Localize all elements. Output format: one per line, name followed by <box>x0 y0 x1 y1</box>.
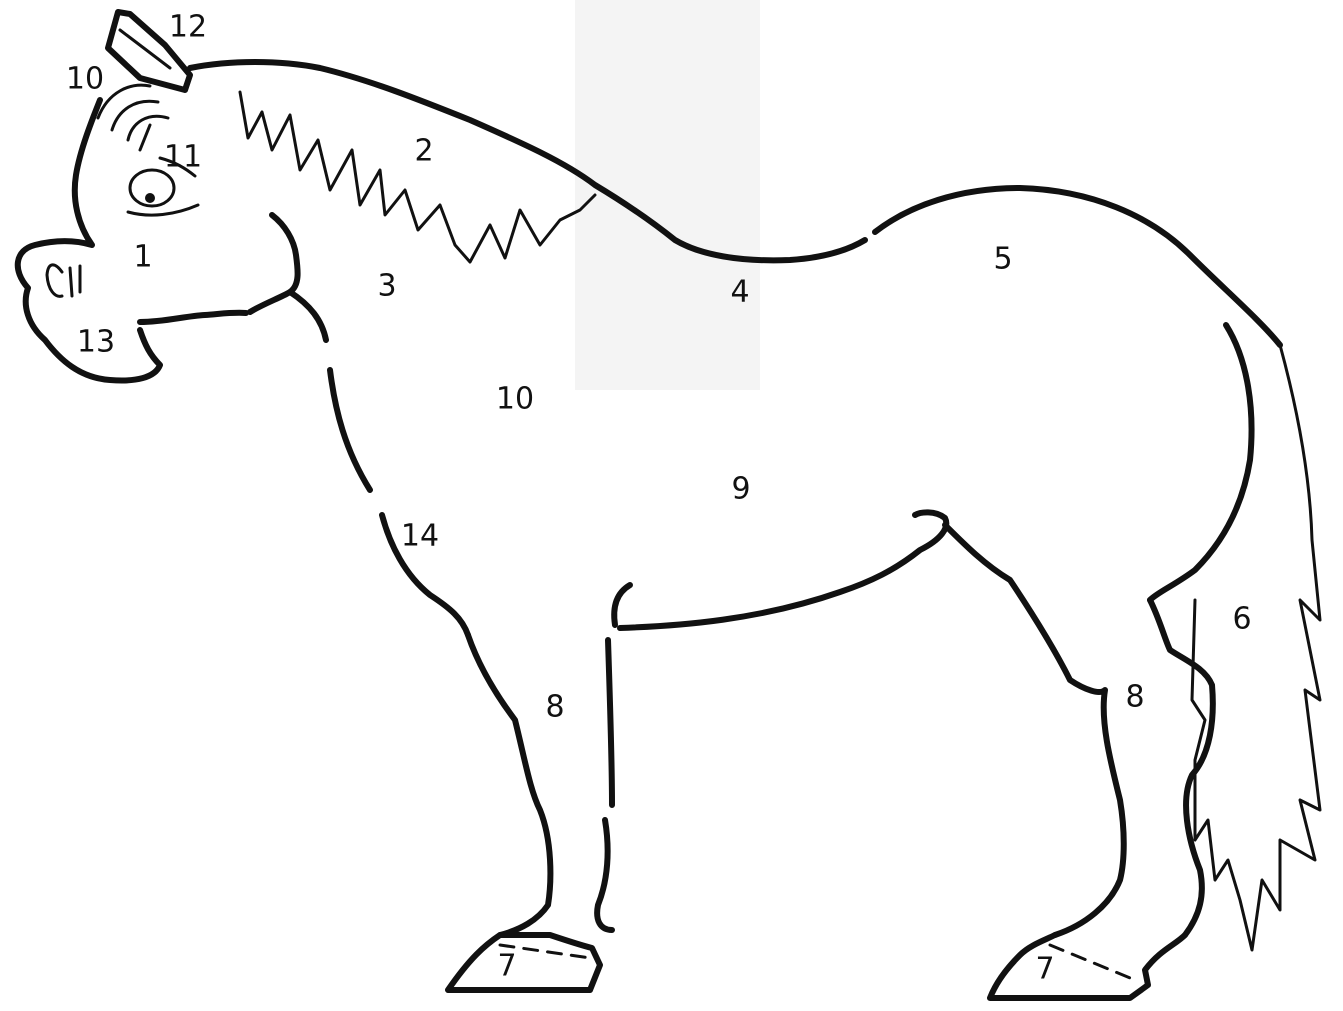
forelock-outline <box>98 85 168 150</box>
label-mane: 2 <box>414 134 433 169</box>
back-outline <box>875 188 1280 345</box>
label-hind-hoof: 7 <box>1035 952 1054 987</box>
hock-outline <box>1150 600 1213 935</box>
label-croup: 5 <box>993 242 1012 277</box>
chest-outline <box>290 292 468 635</box>
belly-outline <box>620 512 946 628</box>
label-front-hoof: 7 <box>497 949 516 984</box>
label-belly: 9 <box>731 472 750 507</box>
hind-hoof-outline <box>990 935 1185 998</box>
label-eye: 11 <box>164 140 202 175</box>
nostril-outline <box>47 265 80 296</box>
label-hind-leg: 8 <box>1125 680 1144 715</box>
front-far-leg-outline <box>597 640 612 930</box>
front-leg-outline <box>468 635 550 935</box>
scan-shading <box>575 0 760 390</box>
label-front-leg: 8 <box>545 690 564 725</box>
label-muzzle: 13 <box>77 325 115 360</box>
tail-outline <box>1150 325 1252 600</box>
label-neck: 3 <box>377 269 396 304</box>
jaw-outline <box>140 313 246 322</box>
label-chest: 14 <box>401 519 439 554</box>
label-ear: 12 <box>169 10 207 45</box>
mane-outline <box>190 62 865 260</box>
label-forelock: 10 <box>66 62 104 97</box>
hind-leg-outline <box>945 525 1124 935</box>
throat-outline <box>250 215 298 312</box>
label-shoulder: 10 <box>496 382 534 417</box>
front-hoof-outline <box>448 935 600 990</box>
label-back: 4 <box>730 275 749 310</box>
label-head: 1 <box>133 240 152 275</box>
tail-hair <box>1192 345 1320 950</box>
elbow-outline <box>614 585 630 625</box>
eye-pupil <box>145 193 155 203</box>
label-tail: 6 <box>1232 602 1251 637</box>
